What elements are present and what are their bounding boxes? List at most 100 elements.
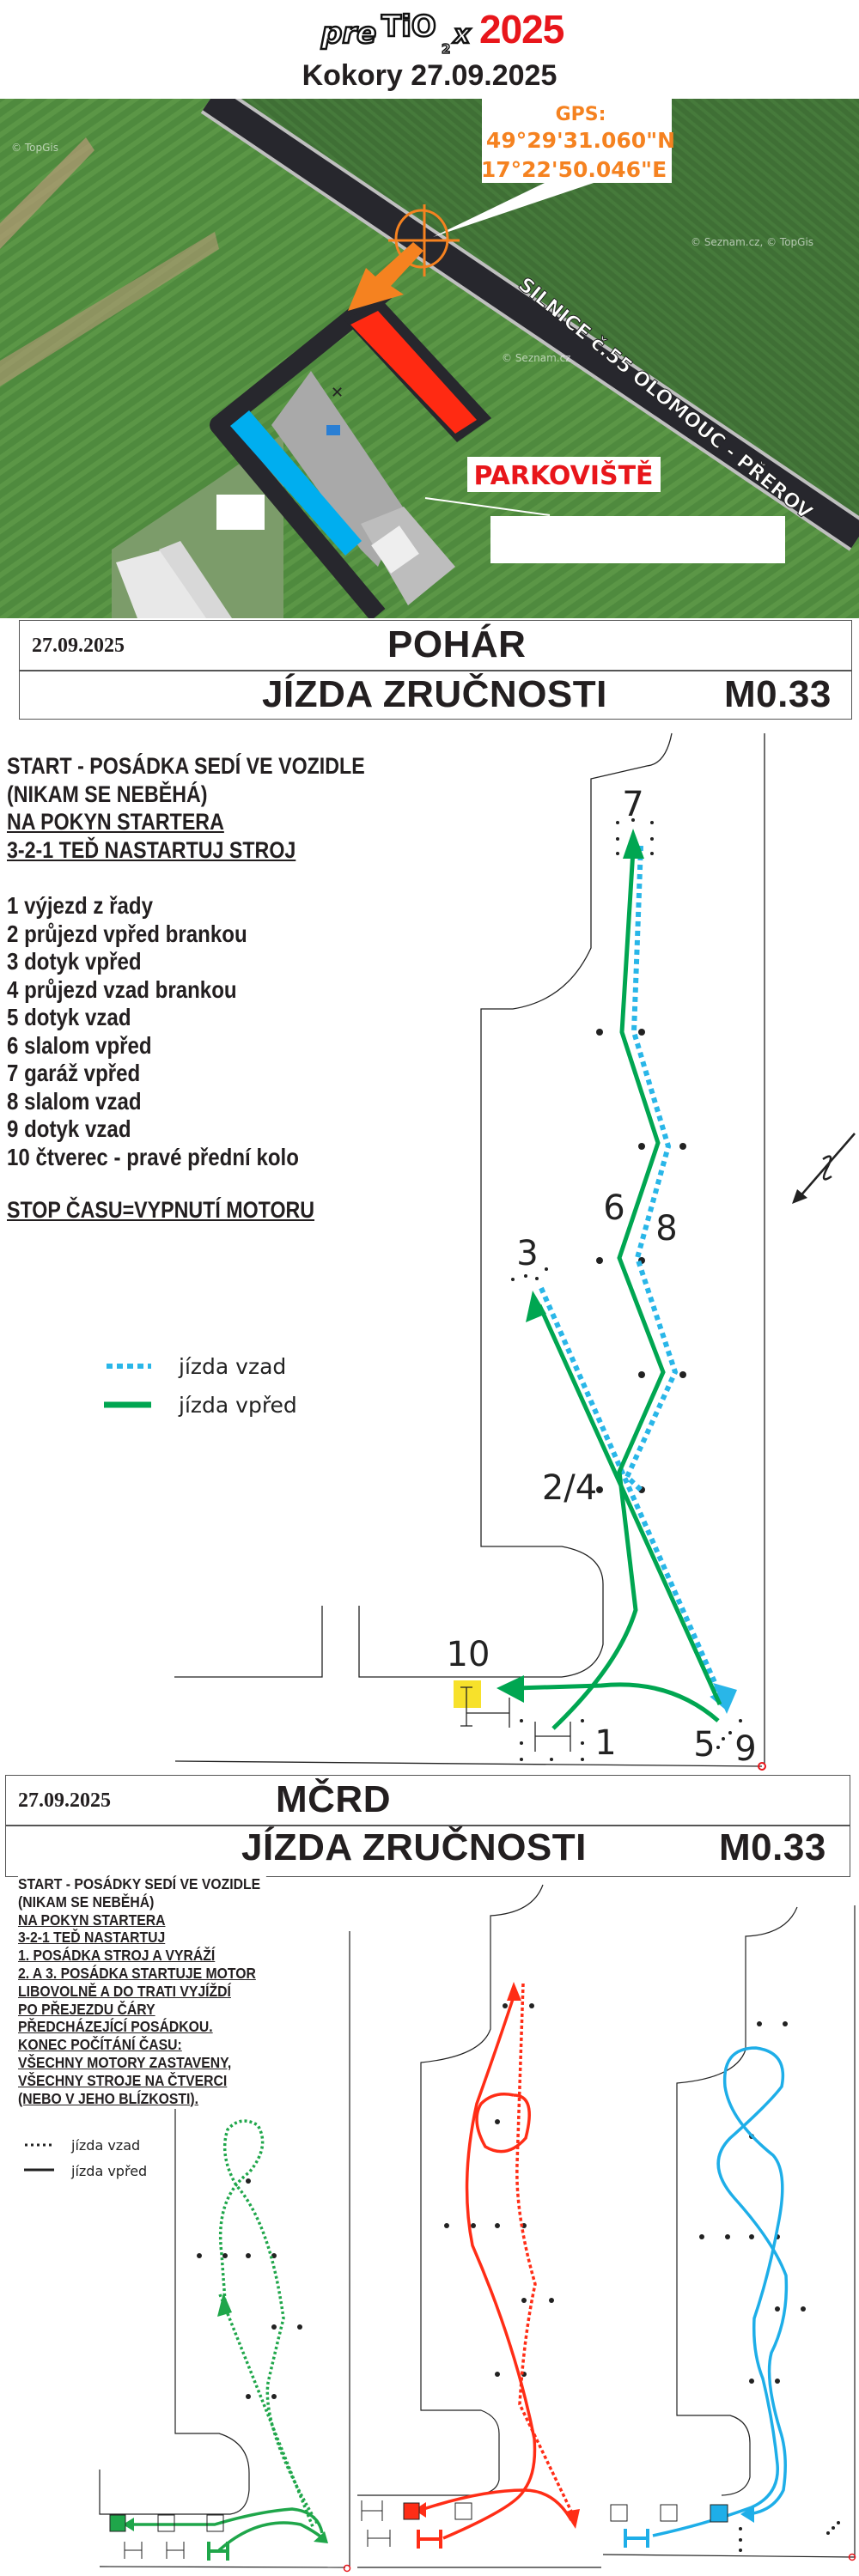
course-outline bbox=[174, 732, 765, 1767]
instruction-line: (NIKAM SE NEBĚHÁ) bbox=[18, 1893, 155, 1911]
map-attribution: © TopGis bbox=[11, 142, 58, 154]
crew3-square bbox=[710, 2504, 728, 2523]
mcrd-course-diagrams: jízda vzad jízda vpřed bbox=[24, 1884, 856, 2573]
crew3-panel bbox=[602, 1905, 856, 2561]
crew2-square bbox=[403, 2502, 420, 2520]
blank-label bbox=[216, 495, 265, 530]
pohar-code: M0.33 bbox=[724, 673, 832, 715]
label-6: 6 bbox=[603, 1188, 624, 1228]
logo-x: x bbox=[452, 20, 472, 50]
field-path bbox=[0, 232, 219, 386]
logo-year: 2025 bbox=[479, 7, 564, 52]
parking-label: PARKOVIŠTĚ bbox=[473, 459, 653, 491]
instruction-line: VŠECHNY STROJE NA ČTVERCI bbox=[18, 2071, 228, 2089]
instruction-line: 3-2-1 TEĎ NASTARTUJ STROJ bbox=[7, 836, 296, 863]
building-roof bbox=[371, 526, 419, 574]
instruction-line: PO PŘEJEZDU ČÁRY bbox=[18, 2000, 155, 2018]
blue-parking-area bbox=[230, 410, 362, 556]
crew1-reverse-path bbox=[218, 2119, 320, 2530]
forward-arrowhead bbox=[497, 1675, 524, 1703]
crew3-forward-path bbox=[652, 2046, 789, 2537]
label-2-4: 2/4 bbox=[542, 1468, 597, 1508]
step-item: 8 slalom vzad bbox=[7, 1087, 142, 1115]
pohar-instructions: START - POSÁDKA SEDÍ VE VOZIDLE (NIKAM S… bbox=[7, 752, 365, 864]
instruction-line: KONEC POČÍTÁNÍ ČASU: bbox=[18, 2036, 182, 2054]
course-outline bbox=[357, 1884, 601, 2568]
label-1: 1 bbox=[594, 1723, 616, 1763]
instruction-line: 2. A 3. POSÁDKA STARTUJE MOTOR bbox=[18, 1964, 256, 1982]
gps-box bbox=[482, 99, 672, 183]
instruction-line: VŠECHNY MOTORY ZASTAVENY, bbox=[18, 2053, 232, 2071]
access-road bbox=[210, 283, 393, 618]
legend-reverse-label: jízda vzad bbox=[178, 1354, 286, 1379]
label-5: 5 bbox=[693, 1725, 715, 1765]
instruction-line: (NIKAM SE NEBĚHÁ) bbox=[7, 781, 208, 807]
mcrd-category: MČRD bbox=[276, 1778, 391, 1820]
crosshair-icon bbox=[388, 204, 460, 276]
crew1-panel bbox=[99, 1931, 351, 2573]
legend-forward-label: jízda vpřed bbox=[178, 1393, 297, 1418]
step-item: 9 dotyk vzad bbox=[7, 1115, 131, 1142]
crew1-square bbox=[109, 2514, 126, 2532]
finish-square bbox=[454, 1680, 481, 1708]
pohar-title: JÍZDA ZRUČNOSTI bbox=[262, 673, 607, 715]
pretio2x-logo: pre TiO 2 x bbox=[320, 9, 472, 57]
step-item: 4 průjezd vzad brankou bbox=[7, 975, 237, 1003]
cones bbox=[511, 818, 742, 1761]
pohar-stop-rule: STOP ČASU=VYPNUTÍ MOTORU bbox=[7, 1197, 315, 1223]
instruction-line: NA POKYN STARTERA bbox=[7, 809, 224, 835]
main-road bbox=[203, 99, 859, 549]
pohar-category: POHÁR bbox=[387, 623, 527, 665]
event-subtitle: Kokory 27.09.2025 bbox=[302, 59, 557, 92]
hall-building bbox=[159, 541, 232, 618]
north-arrowhead bbox=[792, 1189, 807, 1204]
instruction-line: (NEBO V JEHO BLÍZKOSTI). bbox=[18, 2089, 199, 2107]
hotel-icon bbox=[326, 425, 340, 435]
mcrd-code: M0.33 bbox=[719, 1826, 826, 1868]
venue-map: ✕ PARKOVIŠTĚ SILNICE č.55 OLOMOUC - PŘER… bbox=[0, 99, 859, 618]
step-item: 7 garáž vpřed bbox=[7, 1060, 141, 1086]
red-parking-area bbox=[350, 311, 477, 434]
label-8: 8 bbox=[655, 1209, 677, 1249]
logo-sub: 2 bbox=[442, 41, 450, 57]
hall-building bbox=[116, 550, 215, 618]
crew1-forward-path bbox=[125, 2507, 328, 2552]
logo-tio: TiO bbox=[381, 9, 436, 44]
instruction-line: START - POSÁDKY SEDÍ VE VOZIDLE bbox=[18, 1875, 261, 1893]
instruction-line: PŘEDCHÁZEJÍCÍ POSÁDKOU. bbox=[18, 2018, 213, 2036]
gps-label: GPS: bbox=[556, 104, 606, 125]
mcrd-header: 27.09.2025 MČRD JÍZDA ZRUČNOSTI M0.33 bbox=[5, 1775, 850, 1877]
instruction-line: 1. POSÁDKA STROJ A VYRÁŽÍ bbox=[18, 1947, 216, 1965]
step-item: 10 čtverec - pravé přední kolo bbox=[7, 1143, 299, 1170]
label-9: 9 bbox=[734, 1729, 756, 1769]
step-item: 2 průjezd vpřed brankou bbox=[7, 920, 247, 947]
legend-reverse-label: jízda vzad bbox=[70, 2137, 140, 2154]
label-3: 3 bbox=[516, 1234, 538, 1273]
mcrd-title: JÍZDA ZRUČNOSTI bbox=[241, 1826, 587, 1868]
forward-arrowhead bbox=[623, 829, 644, 859]
blank-label bbox=[490, 516, 785, 563]
logo-pre: pre bbox=[320, 16, 376, 51]
corner-marker bbox=[758, 1762, 766, 1771]
legend-forward-label: jízda vpřed bbox=[70, 2163, 147, 2179]
instruction-line: NA POKYN STARTERA bbox=[18, 1911, 166, 1929]
forward-path bbox=[515, 849, 722, 1730]
mcrd-date: 27.09.2025 bbox=[18, 1789, 111, 1812]
crew2-panel bbox=[357, 1884, 601, 2568]
entrance-arrow-icon bbox=[348, 242, 423, 311]
instruction-line: LIBOVOLNĚ A DO TRATI VYJÍŽDÍ bbox=[18, 1982, 231, 2000]
vehicle-icon bbox=[460, 1686, 571, 1752]
crew2-forward-path bbox=[420, 1996, 573, 2540]
building bbox=[271, 371, 404, 567]
gps-latitude: 49°29'31.060"N bbox=[486, 128, 675, 153]
gps-pointer bbox=[433, 180, 601, 237]
course-outline bbox=[99, 1931, 350, 2568]
mcrd-instructions: START - POSÁDKY SEDÍ VE VOZIDLE (NIKAM S… bbox=[18, 1875, 267, 2108]
instruction-line: START - POSÁDKA SEDÍ VE VOZIDLE bbox=[7, 753, 365, 779]
label-7: 7 bbox=[622, 785, 643, 824]
step-item: 5 dotyk vzad bbox=[7, 1004, 131, 1030]
label-10: 10 bbox=[447, 1635, 490, 1674]
gps-longitude: 17°22'50.046"E bbox=[481, 157, 667, 182]
parking-label-box bbox=[467, 457, 661, 492]
reverse-arrowhead bbox=[713, 1683, 737, 1714]
